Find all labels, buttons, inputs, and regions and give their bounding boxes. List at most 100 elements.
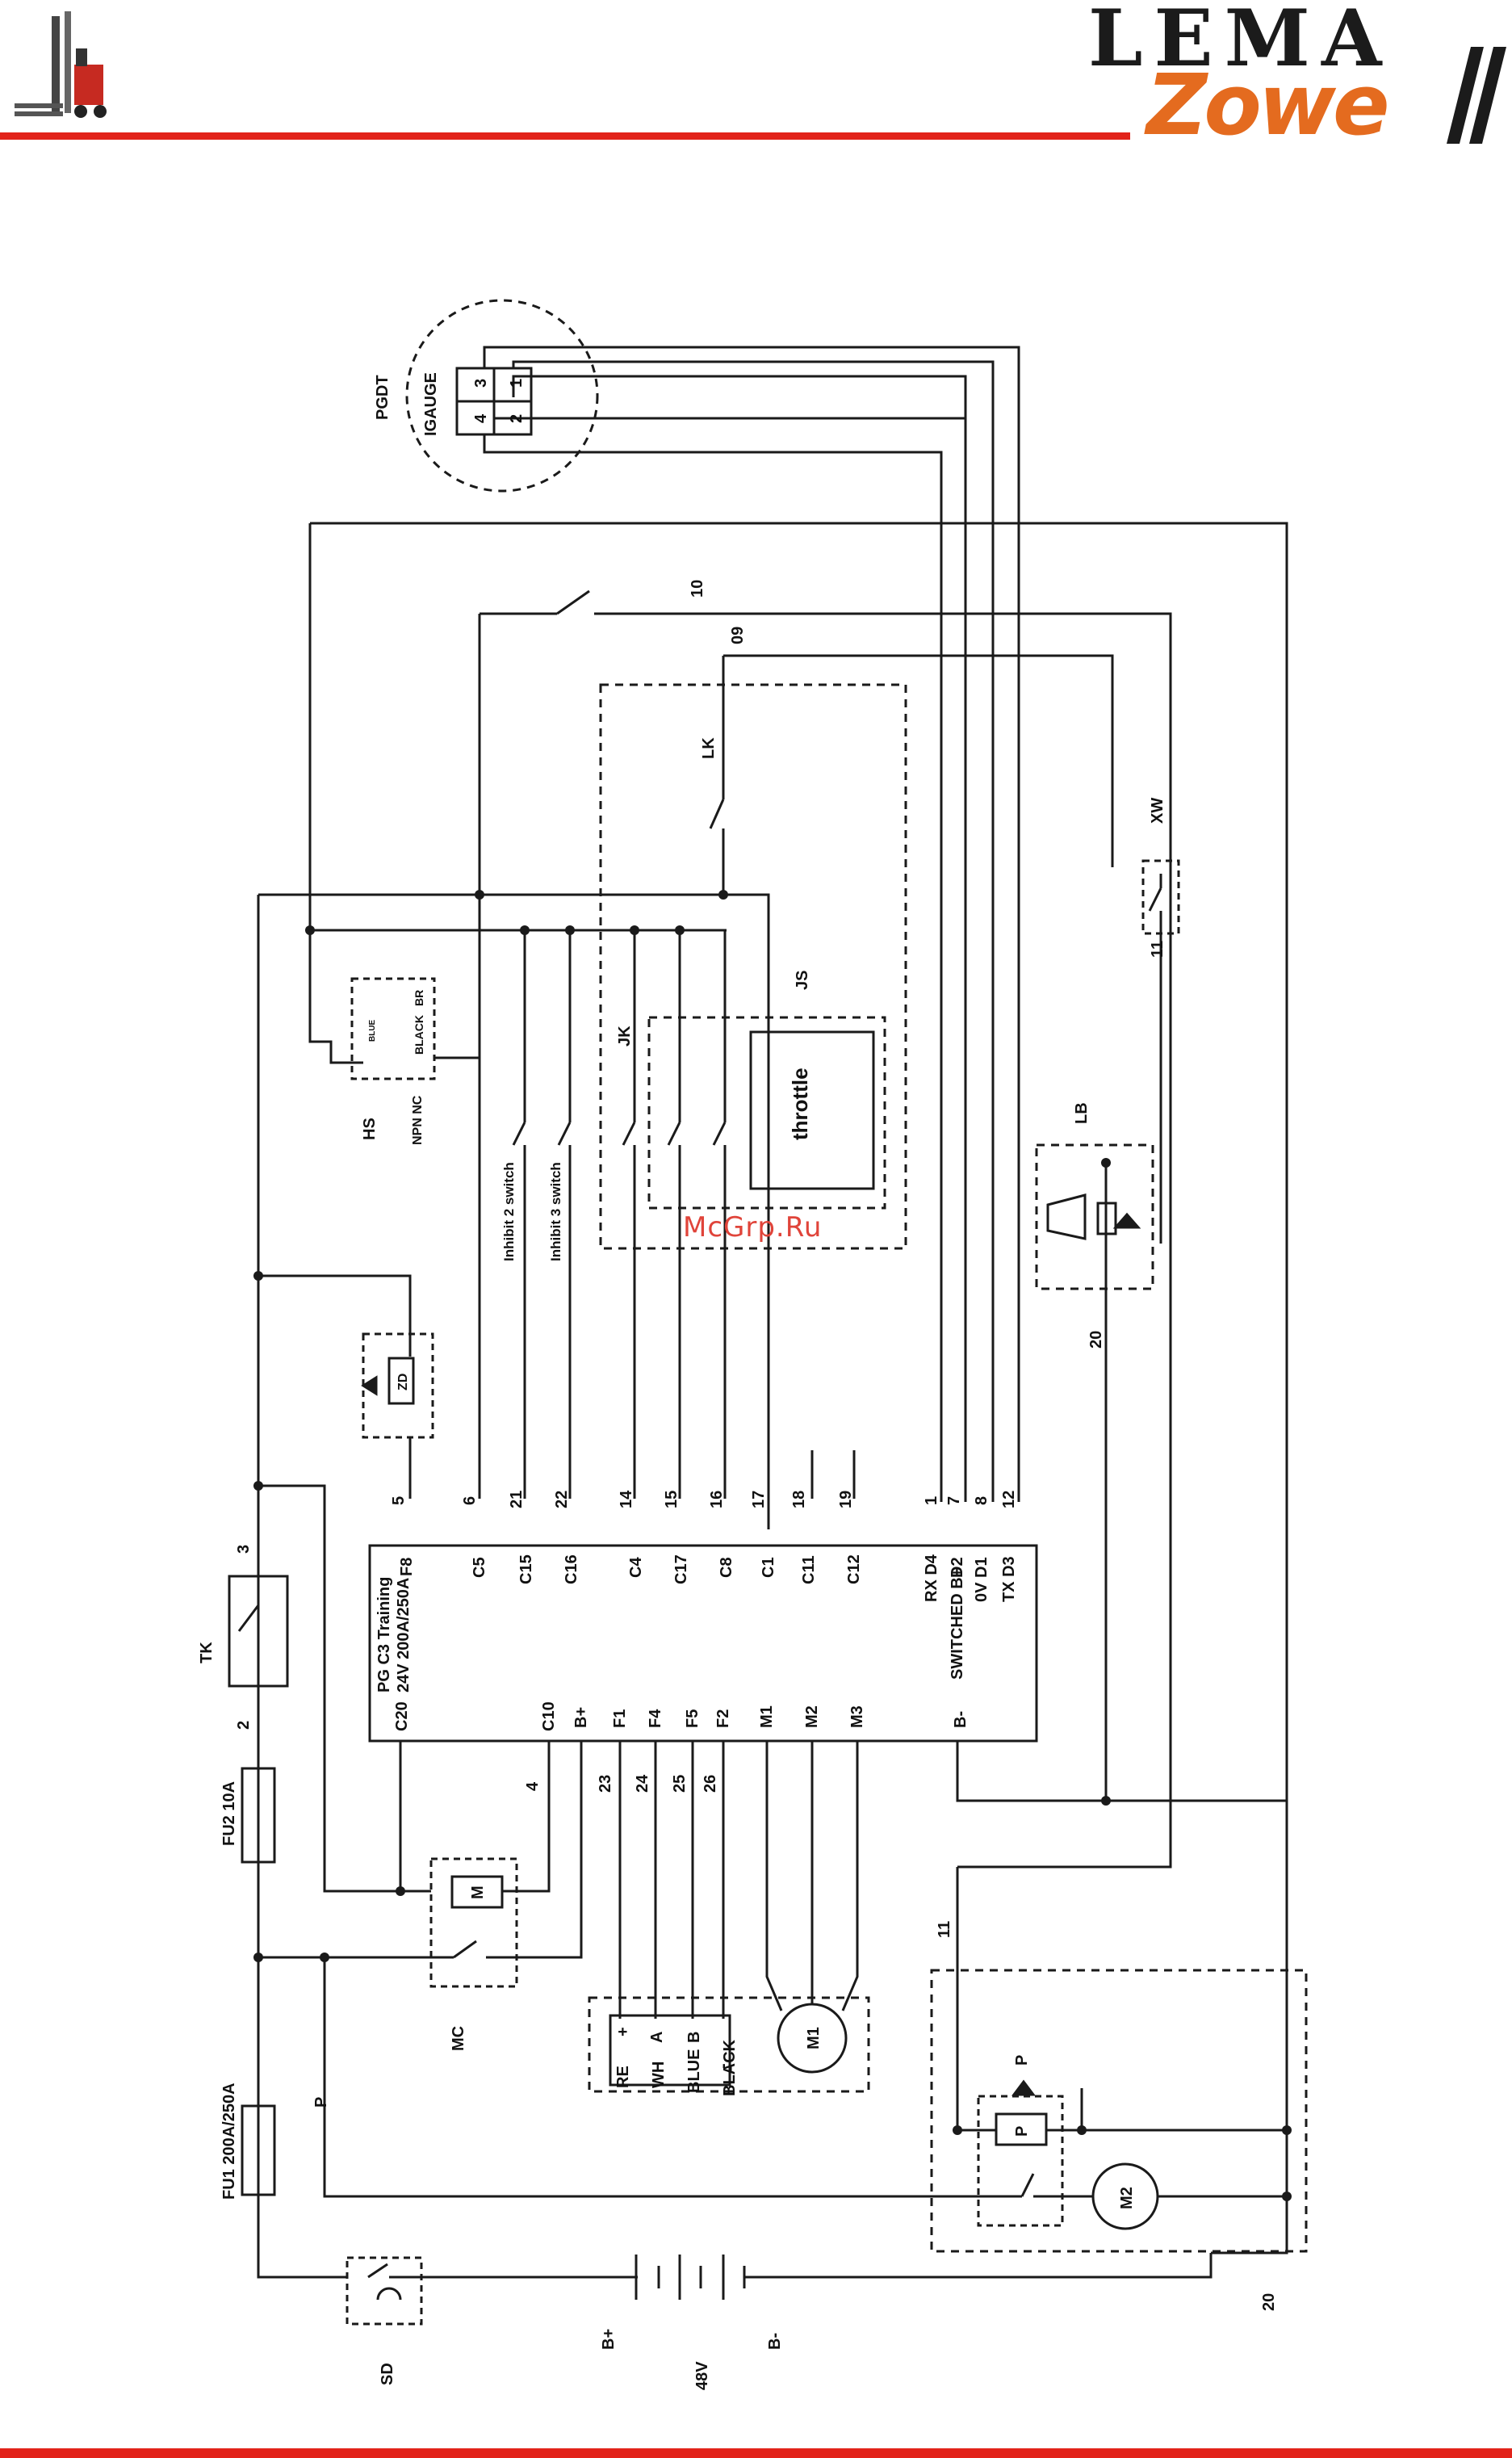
label-hs-sub: NPN NC	[411, 1095, 425, 1145]
pin-f8: F8	[398, 1558, 416, 1576]
pin-bplus: B+	[572, 1707, 590, 1728]
wire-4: 4	[524, 1781, 542, 1791]
label-bplus: B+	[600, 2329, 618, 2350]
label-fu1: FU1 200A/250A	[220, 2083, 238, 2200]
enc-pin-minus: -	[714, 2063, 732, 2069]
label-hs-br: BR	[413, 990, 425, 1006]
enc-wire-wh: WH	[650, 2062, 668, 2088]
pin-c15: C15	[517, 1554, 535, 1584]
label-20a: 20	[1087, 1331, 1105, 1349]
wire-15: 15	[663, 1491, 681, 1508]
label-11b: 11	[936, 1921, 953, 1938]
pin-tx-d3: TX D3	[1000, 1556, 1018, 1602]
wire-12: 12	[1000, 1491, 1018, 1508]
enc-wire-black: BLACK	[721, 2039, 739, 2096]
controller-right-title: SWITCHED B+	[949, 1568, 966, 1680]
pin-0v-d1: 0V D1	[973, 1557, 991, 1602]
footer-accent-line	[0, 2448, 1512, 2458]
pin-c1: C1	[760, 1557, 777, 1578]
label-inhibit3: Inhibit 3 switch	[548, 1162, 563, 1261]
label-hs-blue: BLUE	[368, 1019, 377, 1042]
label-sd: SD	[379, 2363, 396, 2385]
label-hs: HS	[361, 1118, 379, 1140]
pin-f5: F5	[684, 1709, 702, 1728]
pgdt-label: PGDT	[374, 375, 392, 420]
pin-f4: F4	[647, 1709, 664, 1728]
pgdt-pin-1: 1	[508, 379, 526, 388]
enc-pin-a: A	[648, 2032, 666, 2043]
wire-14: 14	[618, 1490, 635, 1508]
label-p-coil: P	[1013, 2126, 1031, 2137]
label-fu2: FU2 10A	[220, 1781, 238, 1846]
pin-bminus: B-	[952, 1711, 970, 1728]
pgdt-sub-label: IGAUGE	[422, 372, 440, 436]
wire-1: 1	[923, 1496, 940, 1505]
label-js: JS	[794, 971, 811, 990]
forklift-icon	[15, 11, 107, 118]
label-jk: JK	[616, 1026, 634, 1047]
pin-c5: C5	[471, 1557, 488, 1578]
double-slash-icon	[1447, 47, 1506, 144]
wire-16: 16	[708, 1491, 726, 1508]
enc-pin-plus: +	[614, 2027, 632, 2036]
pgdt-pin-2: 2	[508, 414, 526, 423]
label-10: 10	[689, 580, 706, 598]
wire-18: 18	[790, 1491, 808, 1508]
pin-f2: F2	[714, 1709, 732, 1728]
wire-23: 23	[597, 1775, 614, 1793]
wire-21: 21	[508, 1491, 526, 1508]
wire-5: 5	[390, 1496, 408, 1505]
label-hs-black: BLACK	[413, 1015, 425, 1055]
pin-d2: D2	[949, 1557, 966, 1578]
pin-c8: C8	[718, 1557, 735, 1578]
pin-m1: M1	[758, 1705, 776, 1728]
pin-c4: C4	[627, 1557, 645, 1578]
wire-17: 17	[750, 1491, 768, 1508]
pgdt-pin-4: 4	[472, 413, 490, 423]
label-m2: M2	[1118, 2187, 1136, 2209]
enc-wire-re: RE	[614, 2066, 632, 2088]
label-mc: MC	[450, 2026, 467, 2051]
wire-19: 19	[837, 1491, 855, 1508]
wire-24: 24	[634, 1774, 651, 1793]
pgdt-outline	[405, 299, 599, 493]
label-lb: LB	[1073, 1102, 1091, 1124]
wire-8: 8	[973, 1496, 991, 1505]
label-2: 2	[235, 1721, 253, 1730]
label-tk: TK	[198, 1642, 216, 1663]
brand-bottom-text: Zowe	[1146, 56, 1389, 154]
pin-m3: M3	[848, 1705, 866, 1728]
wire-22: 22	[553, 1491, 571, 1508]
label-p-diode: P	[1013, 2055, 1031, 2066]
wire-7: 7	[945, 1496, 963, 1505]
label-lk: LK	[700, 737, 718, 759]
pin-f1: F1	[611, 1709, 629, 1728]
wire-25: 25	[671, 1775, 689, 1793]
pin-c17: C17	[672, 1554, 690, 1584]
pin-m2: M2	[803, 1705, 821, 1728]
wire-26: 26	[702, 1775, 719, 1793]
label-3: 3	[235, 1545, 253, 1554]
label-48v: 48V	[693, 2361, 711, 2390]
wire-6: 6	[461, 1496, 479, 1505]
junction-dots	[253, 890, 1292, 2201]
brand-top-text: LEMA	[1088, 0, 1393, 84]
label-11a: 11	[1149, 941, 1166, 958]
label-throttle: throttle	[788, 1068, 812, 1140]
label-m1: M1	[805, 2027, 823, 2049]
pin-c11: C11	[800, 1555, 818, 1584]
watermark: McGrp.Ru	[683, 1211, 823, 1244]
label-bminus: B-	[766, 2333, 784, 2350]
enc-wire-blue: BLUE	[685, 2049, 703, 2093]
brand-logo: LEMA Zowe	[1088, 0, 1508, 154]
label-09: 09	[729, 627, 747, 644]
header-accent-line	[0, 132, 1130, 140]
label-xw: XW	[1149, 798, 1166, 824]
label-20b: 20	[1260, 2293, 1278, 2311]
pin-c10: C10	[540, 1701, 558, 1731]
enc-pin-b: B	[685, 2032, 703, 2043]
pin-c20: C20	[393, 1701, 411, 1731]
label-zd: ZD	[396, 1374, 410, 1390]
pin-c12: C12	[845, 1554, 863, 1584]
